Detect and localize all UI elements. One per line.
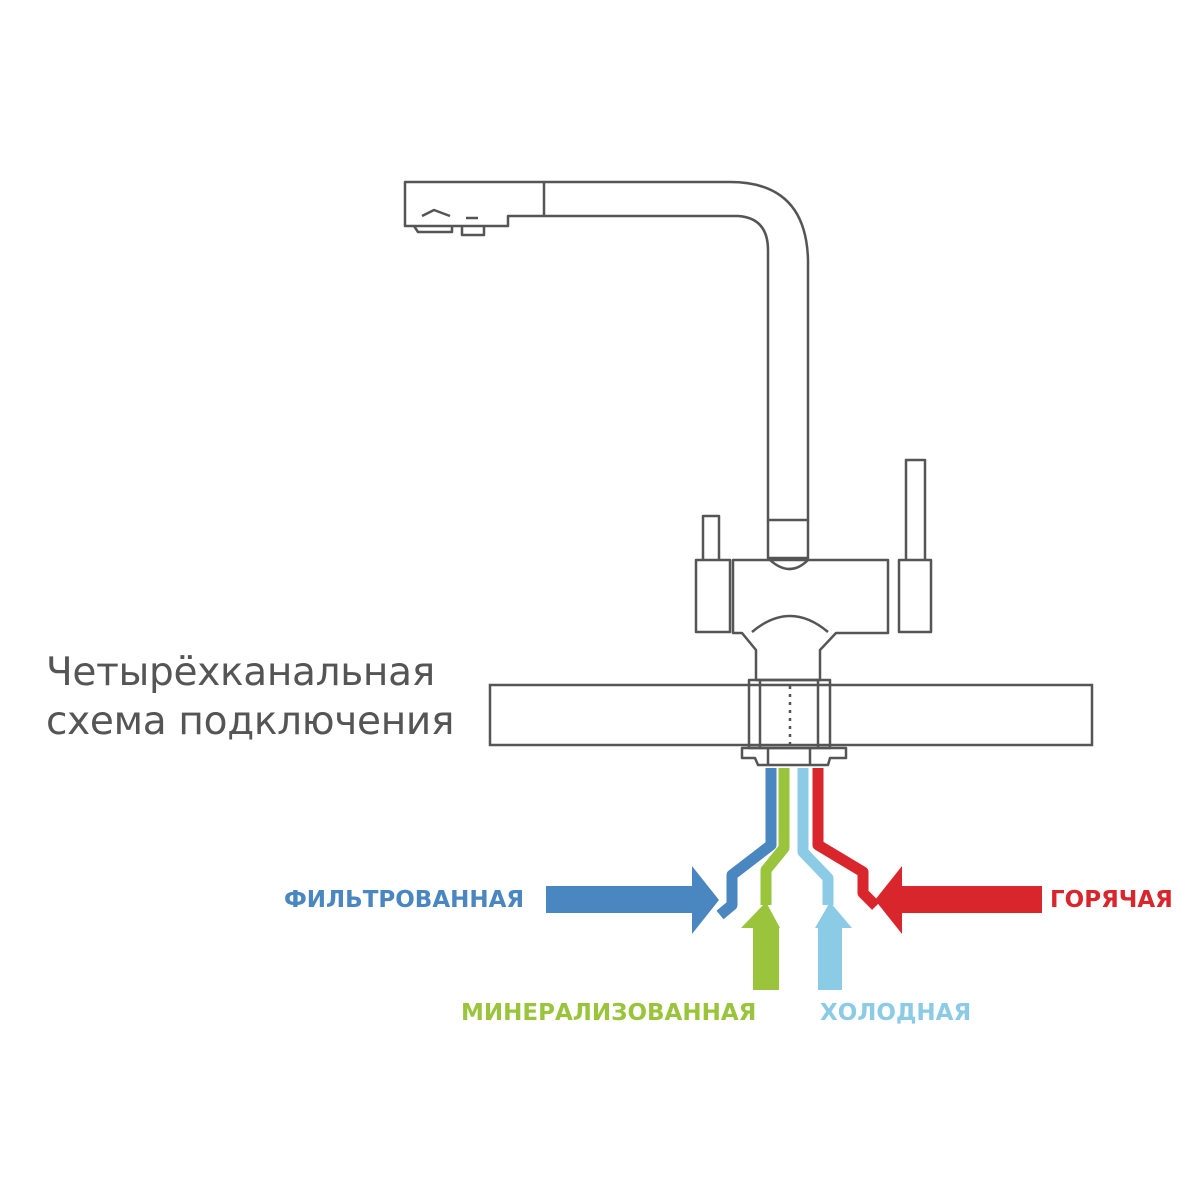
hose-cold xyxy=(797,768,834,905)
label-hot: ГОРЯЧАЯ xyxy=(1050,887,1173,913)
hose-filtered xyxy=(716,768,777,920)
title-line-2: схема подключения xyxy=(46,699,455,744)
diagram-title: Четырёхканальная схема подключения xyxy=(46,648,454,746)
arrow-filtered xyxy=(546,866,719,934)
arrows xyxy=(546,866,1042,990)
arrow-mineralized xyxy=(741,902,780,990)
faucet-drawing xyxy=(403,180,933,767)
hose-mineralized xyxy=(760,768,790,905)
arrow-hot xyxy=(875,866,1042,934)
label-filtered: ФИЛЬТРОВАННАЯ xyxy=(284,887,525,913)
label-cold: ХОЛОДНАЯ xyxy=(820,1000,972,1026)
label-mineralized: МИНЕРАЛИЗОВАННАЯ xyxy=(461,1000,757,1026)
title-line-1: Четырёхканальная xyxy=(46,650,435,695)
hose-hot xyxy=(812,768,880,910)
arrow-cold xyxy=(815,902,852,990)
hoses xyxy=(716,768,880,920)
